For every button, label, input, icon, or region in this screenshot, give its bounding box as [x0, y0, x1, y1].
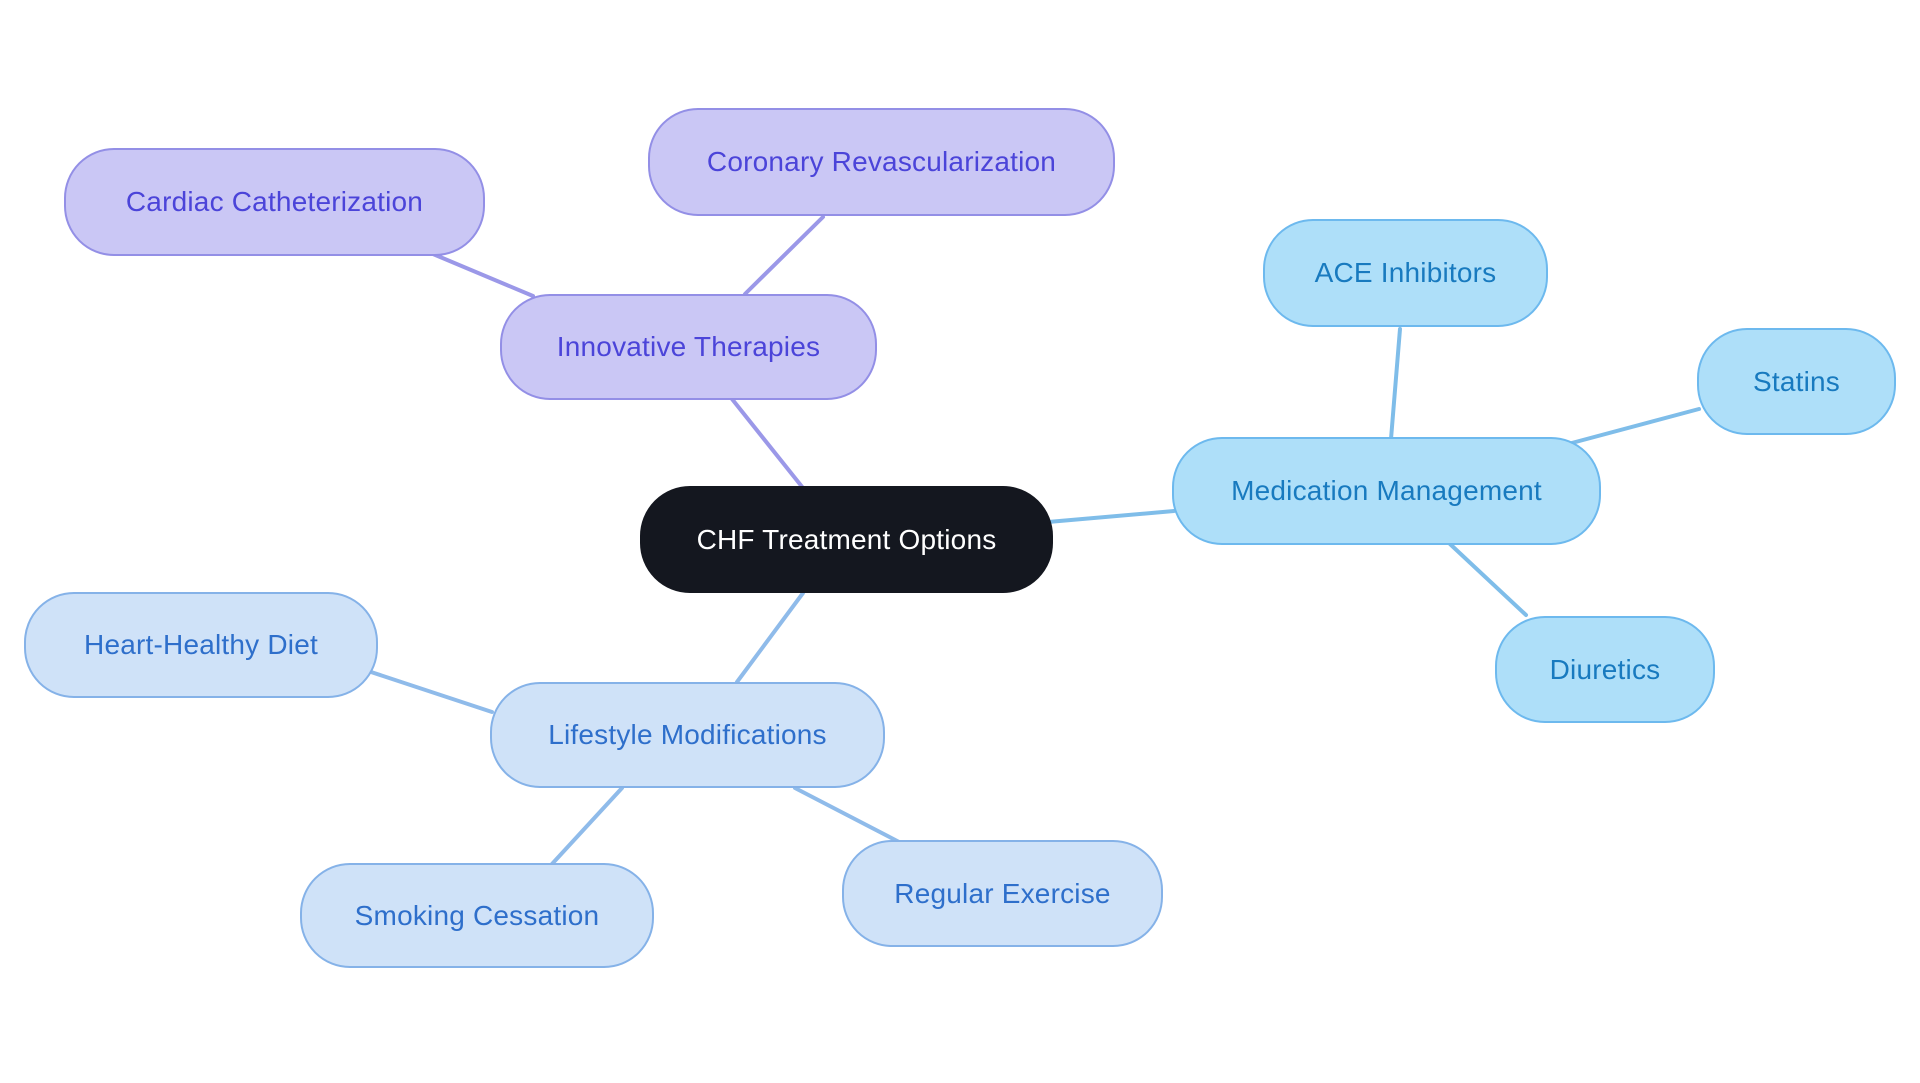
node-label: Heart-Healthy Diet	[84, 629, 318, 660]
edge-chf-root-to-medication-management	[1046, 509, 1176, 524]
edge-coronary-revascularization-to-innovative-therapies	[743, 215, 825, 296]
edge-medication-management-to-diuretics	[1448, 542, 1528, 617]
node-cardiac-catheterization[interactable]: Cardiac Catheterization	[64, 148, 485, 256]
edge-ace-inhibitors-to-medication-management	[1389, 327, 1402, 441]
node-label: Coronary Revascularization	[706, 146, 1057, 177]
edge-cardiac-catheterization-to-innovative-therapies	[431, 252, 535, 298]
node-heart-healthy-diet[interactable]: Heart-Healthy Diet	[24, 592, 378, 698]
node-label: ACE Inhibitors	[1314, 257, 1497, 288]
edge-heart-healthy-diet-to-lifestyle-modifications	[369, 670, 494, 714]
node-lifestyle-modifications[interactable]: Lifestyle Modifications	[490, 682, 885, 788]
node-ace-inhibitors[interactable]: ACE Inhibitors	[1263, 219, 1548, 327]
node-label: Lifestyle Modifications	[548, 719, 827, 750]
edge-innovative-therapies-to-chf-root	[730, 397, 805, 490]
node-medication-management[interactable]: Medication Management	[1172, 437, 1601, 545]
node-label: Regular Exercise	[894, 877, 1111, 909]
node-label: CHF Treatment Options	[696, 523, 997, 555]
node-label: Statins	[1753, 365, 1840, 397]
node-chf-root[interactable]: CHF Treatment Options	[640, 486, 1053, 593]
node-label: Cardiac Catheterization	[125, 186, 424, 217]
node-statins[interactable]: Statins	[1697, 328, 1896, 435]
node-label: Innovative Therapies	[556, 331, 821, 362]
node-regular-exercise[interactable]: Regular Exercise	[842, 840, 1163, 947]
node-label: Diuretics	[1549, 653, 1661, 685]
node-label: Smoking Cessation	[354, 899, 600, 931]
node-diuretics[interactable]: Diuretics	[1495, 616, 1715, 723]
edge-medication-management-to-statins	[1566, 407, 1701, 446]
edge-lifestyle-modifications-to-smoking-cessation	[550, 786, 624, 866]
node-smoking-cessation[interactable]: Smoking Cessation	[300, 863, 654, 968]
node-coronary-revascularization[interactable]: Coronary Revascularization	[648, 108, 1115, 216]
edge-chf-root-to-lifestyle-modifications	[735, 591, 805, 684]
node-label: Medication Management	[1231, 475, 1542, 506]
node-innovative-therapies[interactable]: Innovative Therapies	[500, 294, 877, 400]
edge-lifestyle-modifications-to-regular-exercise	[793, 786, 903, 845]
